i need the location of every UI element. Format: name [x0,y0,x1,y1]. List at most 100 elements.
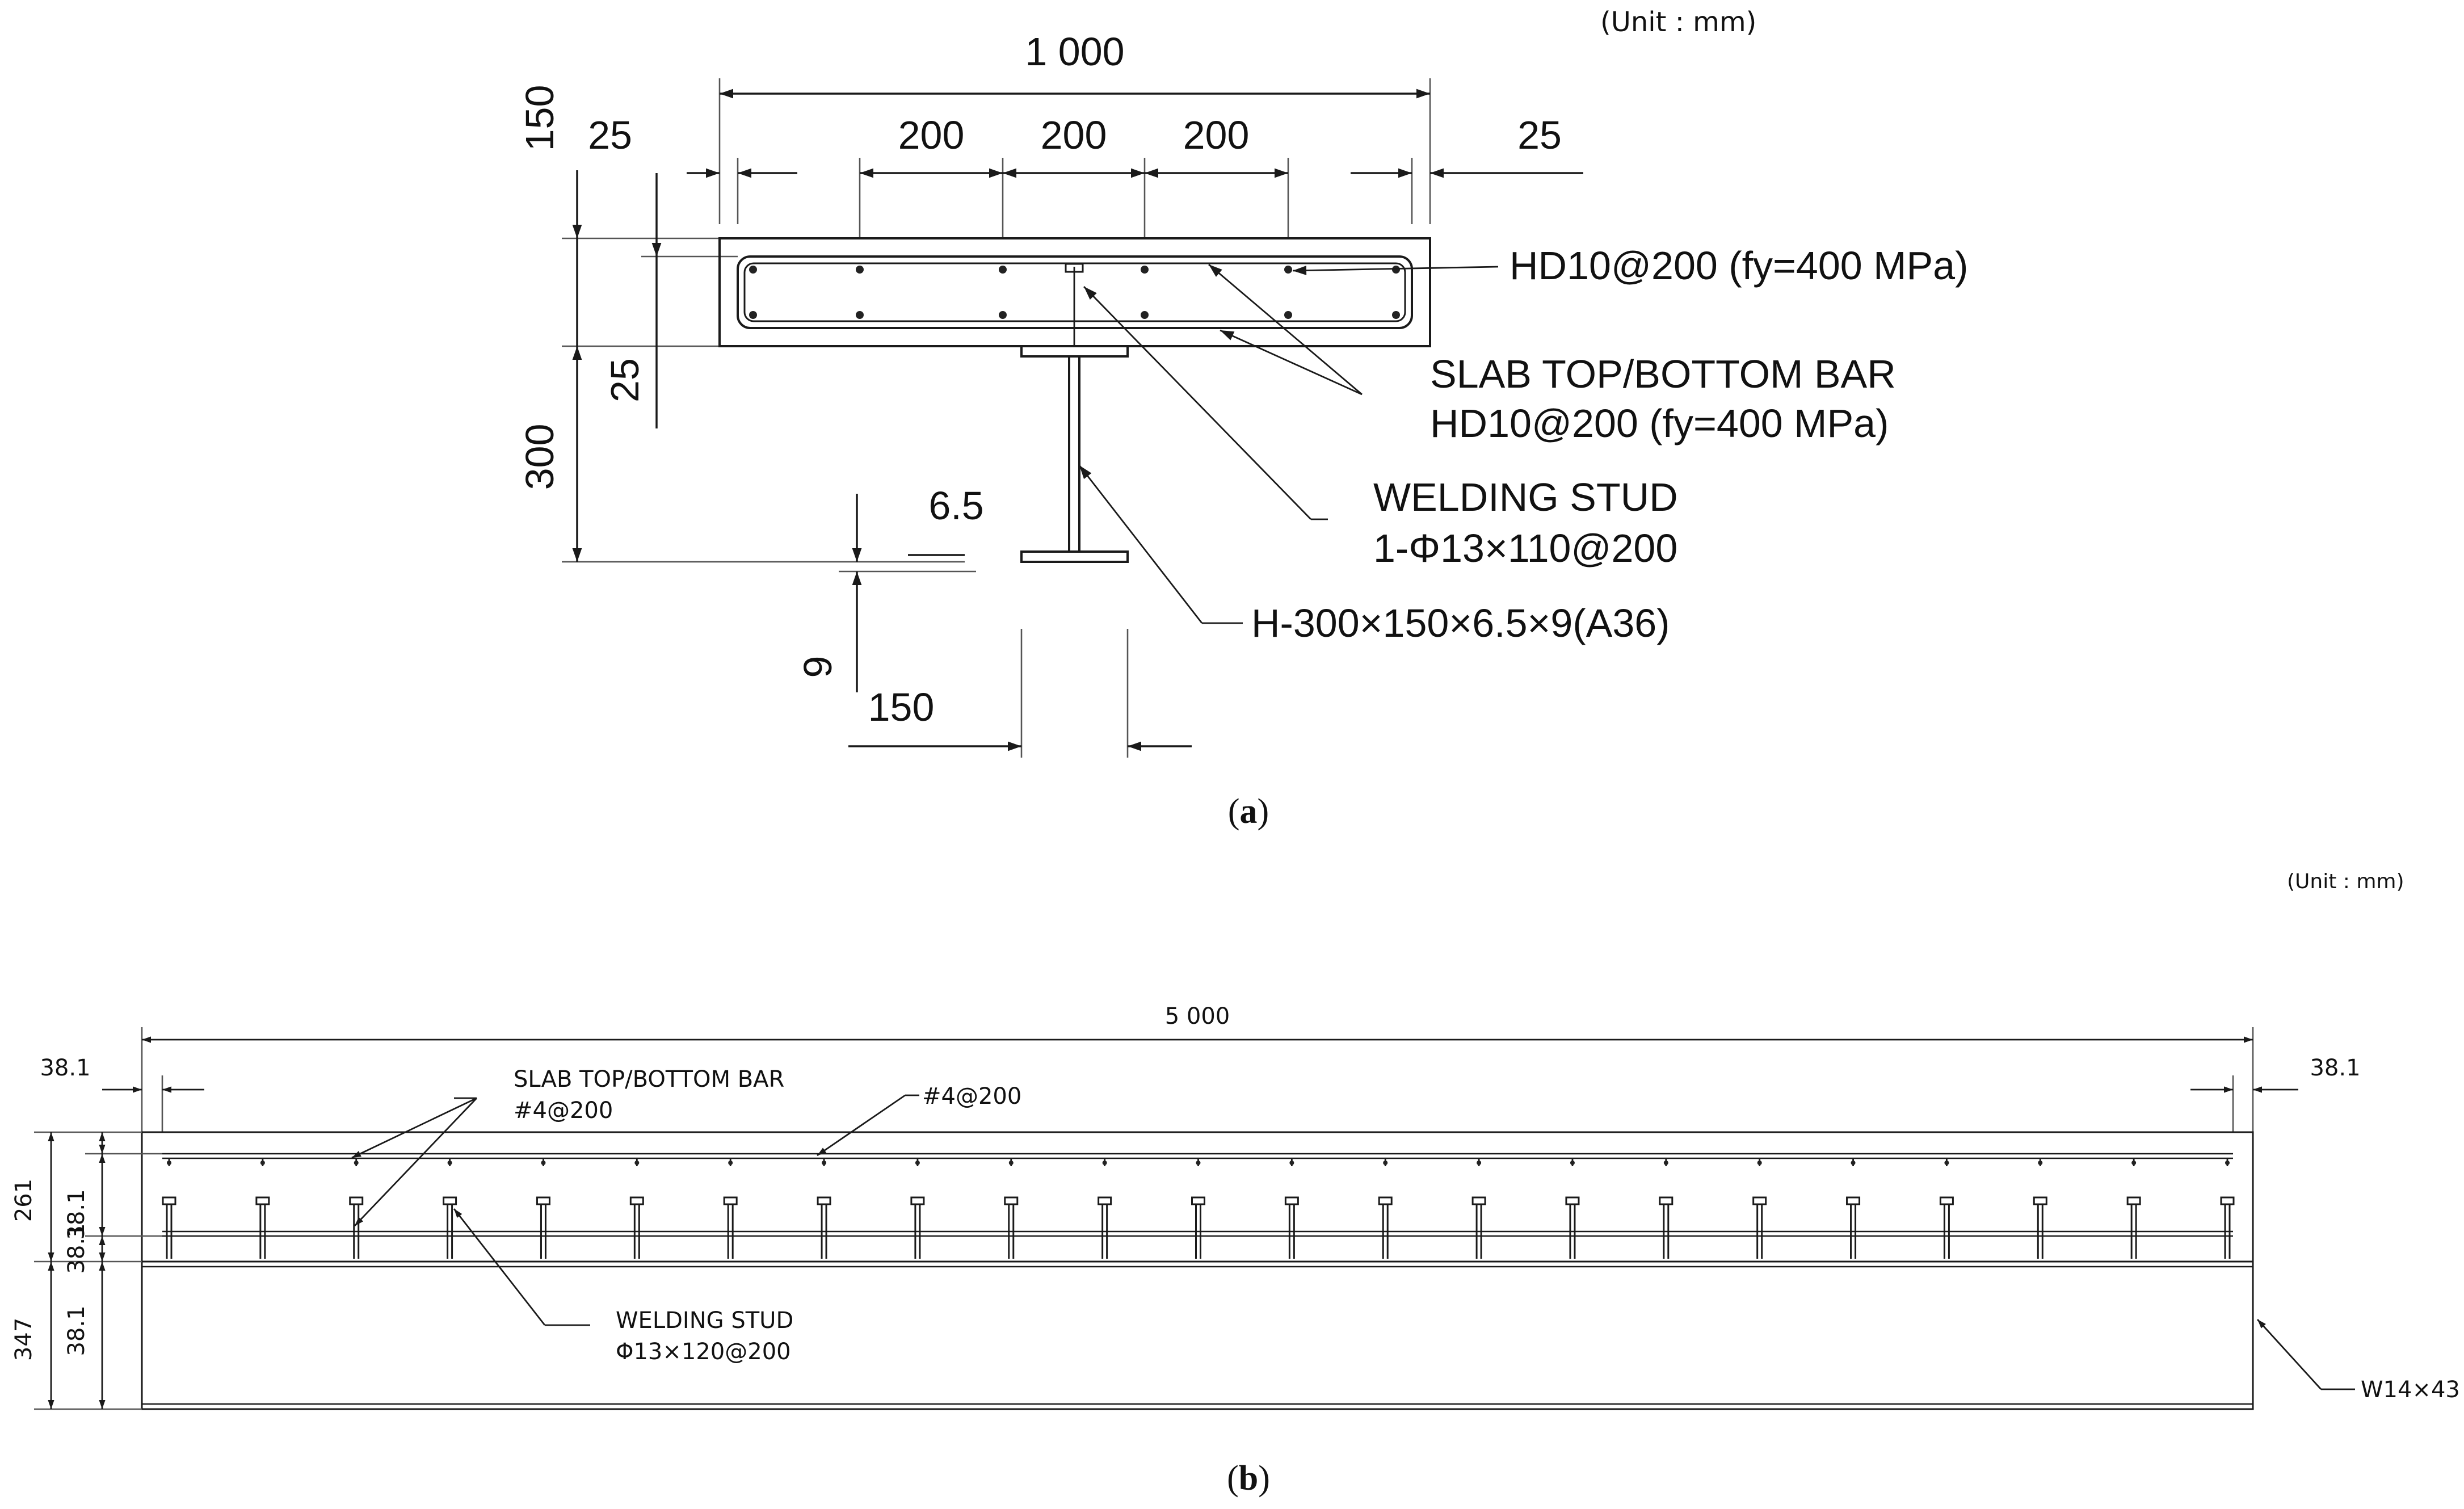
dim-cover: 25 [603,358,647,402]
callout-stud-spec: 1-Φ13×110@200 [1373,526,1677,570]
dimension-overall-width: 1 000 [718,30,1431,224]
dim-slab-depth: 150 [518,85,562,152]
bar-tick-dot [1570,1161,1575,1165]
dimension-bar-spacing: 200 200 200 25 25 [588,113,1583,238]
stud-head [1191,1196,1205,1205]
dim-slab-cover-b: 38.1 [64,1189,90,1239]
callout-steel-section: H-300×150×6.5×9(A36) [1251,601,1670,645]
bar-tick-dot [1008,1161,1014,1165]
stud-head [1939,1196,1954,1205]
stud-head [1004,1196,1019,1205]
bar-tick-dot [260,1161,265,1165]
bar-tick-dot [2038,1161,2043,1165]
stud-head [1565,1196,1580,1205]
callout-slab-bar-title-b: SLAB TOP/BOTTOM BAR [514,1066,784,1092]
stud-head [536,1196,550,1205]
rebar-dot [1392,266,1400,274]
rebar-dot [999,311,1007,319]
transverse-bar-marks [167,1158,2230,1166]
caption-b: (b) [1227,1459,1270,1498]
dim-width-total: 1 000 [1025,30,1124,74]
stud-head [2033,1196,2047,1205]
rebar-dot [1141,266,1149,274]
rebar-dot [1141,311,1149,319]
callout-stud-title-b: WELDING STUD [616,1308,793,1334]
figure-a-cross-section: (Unit : mm) 1 000 200 200 200 [518,6,1968,831]
dimension-vertical-depths: 150 25 300 [518,85,965,563]
bar-tick-dot [1663,1161,1668,1165]
stud-head [1752,1196,1767,1205]
stud-head [1471,1196,1486,1205]
bar-tick-dot [1757,1161,1762,1165]
rebar-dot [1284,311,1292,319]
bar-tick-dot [447,1161,452,1165]
stud-head [910,1196,925,1205]
callout-slab-bar-title: SLAB TOP/BOTTOM BAR [1430,352,1896,396]
stud-head [1846,1196,1861,1205]
bar-tick-dot [2131,1161,2137,1165]
callout-stud-title: WELDING STUD [1373,475,1678,519]
rebar-dot [856,266,864,274]
bar-tick-dot [354,1161,359,1165]
rebar-dot [749,311,757,319]
stud-head [162,1196,176,1205]
stud-head [817,1196,831,1205]
unit-label-a: (Unit : mm) [1600,6,1756,38]
callout-stud-spec-b: Φ13×120@200 [616,1339,791,1365]
rebar-dot [1284,266,1292,274]
stud-head [723,1196,738,1205]
callout-slab-bar-spec: HD10@200 (fy=400 MPa) [1430,401,1889,445]
rebar-dot [749,266,757,274]
caption-a: (a) [1228,792,1269,831]
bar-tick-dot [915,1161,920,1165]
stud-head [1284,1196,1299,1205]
bar-tick-dot [167,1161,171,1165]
dim-flange-width: 150 [868,685,935,729]
stud-head [2220,1196,2235,1205]
dim-beam-cover-top-b: 38.1 [64,1223,90,1273]
dimension-vertical-b: 261 347 38.1 38.1 38.1 [11,1131,162,1410]
dim-flange-thickness: 9 [796,656,840,678]
steel-h-beam [1020,263,1129,563]
stud-head [349,1196,364,1205]
stud-head [629,1196,644,1205]
dim-beam-depth: 300 [518,424,562,490]
dim-end-left: 38.1 [40,1055,90,1081]
dim-beam-cover-bottom-b: 38.1 [64,1305,90,1356]
callout-slab-bar-spec-b: #4@200 [514,1098,613,1124]
stud-head [1378,1196,1393,1205]
callout-steel-section-b: W14×43 [2361,1377,2460,1403]
dim-web-thickness: 6.5 [928,484,983,528]
longitudinal-rebar-dots [749,266,1400,319]
stud-head [2126,1196,2141,1205]
callouts-b: SLAB TOP/BOTTOM BAR #4@200 #4@200 WELDIN… [351,1066,2460,1403]
dimension-web-flange: 6.5 9 150 [796,484,1192,758]
dim-slab-depth-b: 261 [11,1179,37,1222]
bar-tick-dot [1477,1161,1482,1165]
stud-head [443,1196,457,1205]
stud-head [1659,1196,1673,1205]
welding-studs [162,1196,2235,1259]
bar-tick-dot [1383,1161,1388,1165]
rebar-dot [1392,311,1400,319]
dim-length-total: 5 000 [1165,1003,1230,1029]
unit-label-b: (Unit : mm) [2287,870,2404,893]
bar-tick-dot [728,1161,733,1165]
stud-head [1098,1196,1112,1205]
bar-tick-dot [541,1161,546,1165]
composite-beam-elevation [141,1131,2254,1410]
callout-long-bar-spec-b: #4@200 [922,1083,1021,1109]
stud-head [255,1196,270,1205]
dim-spacing-1: 200 [898,113,965,157]
rebar-dot [999,266,1007,274]
bar-tick-dot [1196,1161,1201,1165]
bar-tick-dot [1289,1161,1294,1165]
dimension-overall-length: 5 000 38.1 38.1 [40,1003,2361,1132]
dim-edge-left: 25 [588,113,632,157]
bar-tick-dot [2225,1161,2230,1165]
dim-spacing-3: 200 [1183,113,1250,157]
bar-tick-dot [822,1161,827,1165]
rebar-dot [856,311,864,319]
